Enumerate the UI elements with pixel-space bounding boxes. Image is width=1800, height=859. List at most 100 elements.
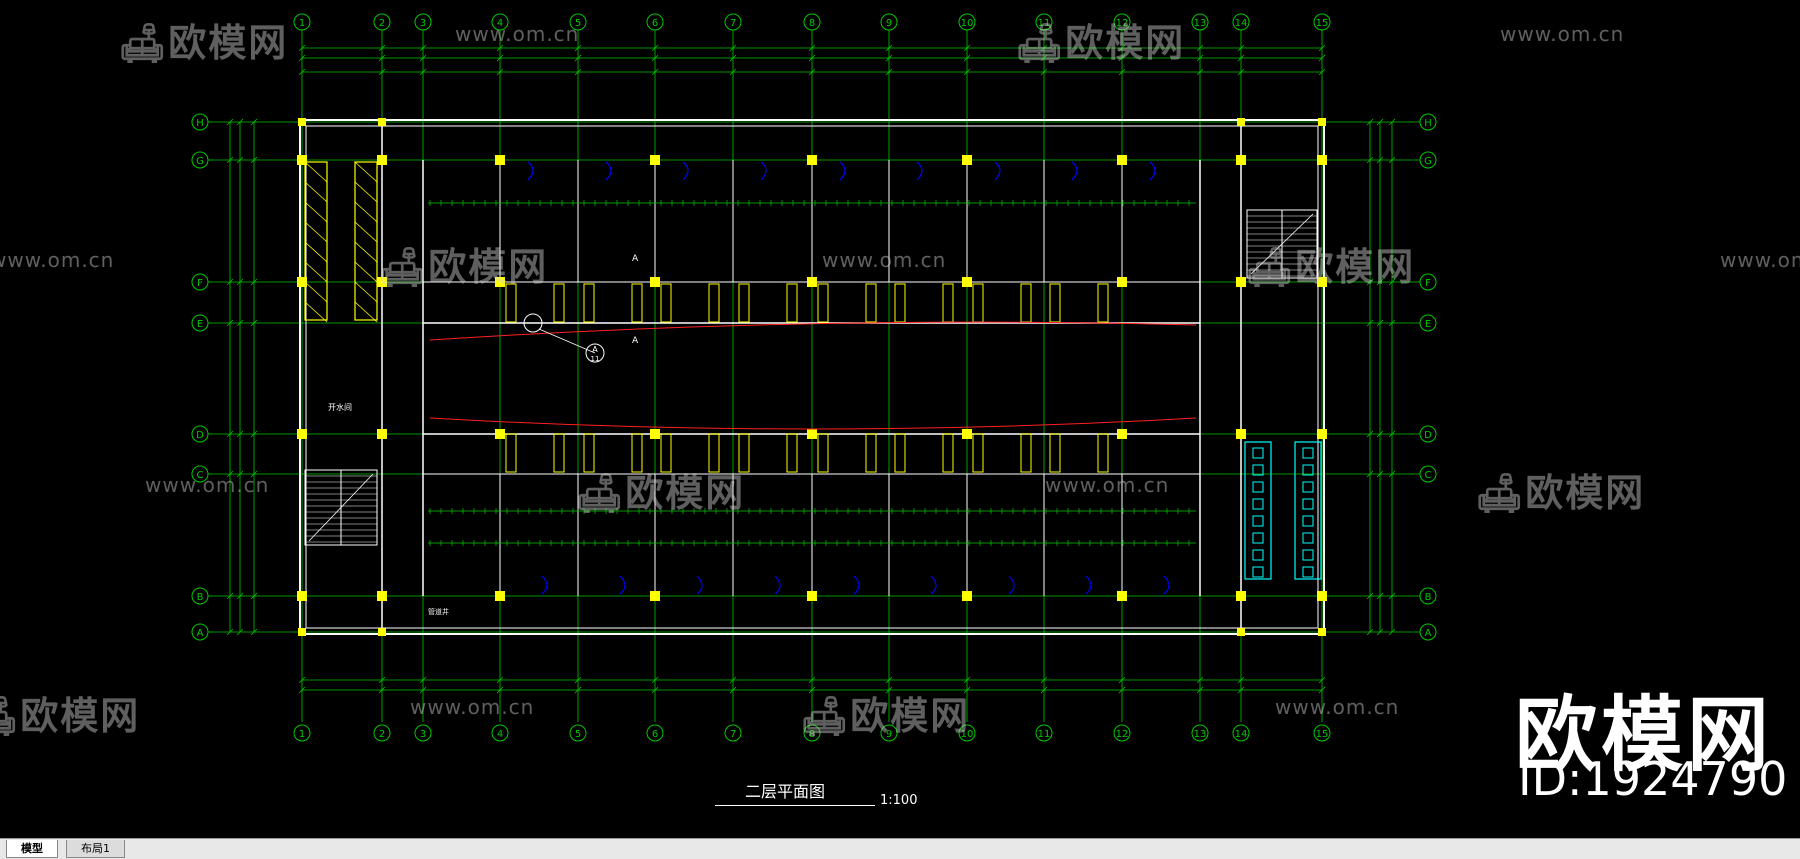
structural-column bbox=[377, 591, 387, 601]
grid-column-bubble bbox=[491, 724, 509, 742]
grid-column-bubble bbox=[724, 13, 742, 31]
tab-layout1[interactable]: 布局1 bbox=[66, 840, 125, 858]
dimension-tick bbox=[250, 628, 258, 636]
structural-column bbox=[1317, 429, 1327, 439]
dimension-tick bbox=[1318, 676, 1326, 684]
bunk-cross bbox=[354, 301, 378, 323]
structural-column bbox=[1117, 155, 1127, 165]
grid-column-label: 8 bbox=[809, 729, 815, 740]
dimension-tick bbox=[1118, 686, 1126, 694]
wardrobe bbox=[738, 283, 750, 323]
grid-row-bubble bbox=[191, 623, 209, 641]
dimension-tick bbox=[298, 676, 306, 684]
dimension-tick bbox=[574, 676, 582, 684]
structural-column bbox=[1318, 118, 1326, 126]
dimension-tick bbox=[1366, 278, 1374, 286]
tab-model[interactable]: 模型 bbox=[6, 840, 58, 858]
wardrobe bbox=[1049, 433, 1061, 473]
grid-row-label: A bbox=[197, 628, 204, 639]
dimension-tick bbox=[1237, 54, 1245, 62]
structural-column bbox=[1117, 591, 1127, 601]
dimension-tick bbox=[226, 278, 234, 286]
grid-row-bubble bbox=[1419, 273, 1437, 291]
wardrobe bbox=[786, 433, 798, 473]
section-mark: A bbox=[632, 336, 639, 346]
structural-column bbox=[495, 155, 505, 165]
dimension-tick bbox=[250, 278, 258, 286]
dimension-tick bbox=[298, 54, 306, 62]
drawing-scale: 1:100 bbox=[880, 793, 918, 808]
door-swing bbox=[696, 575, 703, 595]
grid-column-label: 6 bbox=[652, 729, 658, 740]
dimension-tick bbox=[808, 44, 816, 52]
corridor-red-line bbox=[429, 417, 1197, 430]
grid-row-bubble bbox=[1419, 314, 1437, 332]
grid-column-label: 15 bbox=[1316, 18, 1329, 29]
wardrobe bbox=[942, 283, 954, 323]
dimension-tick bbox=[963, 686, 971, 694]
dimension-tick bbox=[1318, 54, 1326, 62]
grid-column-bubble bbox=[569, 13, 587, 31]
door-swing bbox=[853, 575, 860, 595]
grid-row-bubble bbox=[191, 587, 209, 605]
structural-column bbox=[1317, 155, 1327, 165]
structural-column bbox=[378, 628, 386, 636]
dimension-tick bbox=[1196, 54, 1204, 62]
grid-column-label: 11 bbox=[1038, 18, 1051, 29]
structural-column bbox=[962, 429, 972, 439]
dimension-tick bbox=[1376, 118, 1384, 126]
grid-column-bubble bbox=[569, 724, 587, 742]
grid-column-bubble bbox=[414, 724, 432, 742]
dimension-tick bbox=[574, 54, 582, 62]
grid-row-label: D bbox=[196, 430, 204, 441]
callout-circle bbox=[523, 313, 543, 333]
dimension-tick bbox=[1388, 278, 1396, 286]
drawing-title-underline bbox=[715, 805, 875, 806]
grid-row-bubble bbox=[1419, 465, 1437, 483]
toilet-fixture bbox=[1252, 515, 1264, 527]
wardrobe bbox=[660, 433, 672, 473]
bunk-cross bbox=[354, 261, 378, 283]
grid-column-label: 15 bbox=[1316, 729, 1329, 740]
toilet-fixture bbox=[1302, 532, 1314, 544]
grid-row-label: F bbox=[1425, 278, 1431, 289]
toilet-fixture bbox=[1302, 447, 1314, 459]
grid-column-bubble bbox=[646, 13, 664, 31]
structural-column bbox=[962, 591, 972, 601]
structural-column bbox=[1317, 277, 1327, 287]
floor-plan[interactable]: 1122334455667788991010111112121313141415… bbox=[0, 0, 1800, 838]
detail-ref-sub: 11 bbox=[591, 355, 600, 363]
dimension-tick bbox=[1388, 118, 1396, 126]
wardrobe bbox=[505, 433, 517, 473]
dimension-tick bbox=[419, 68, 427, 76]
dimension-tick bbox=[885, 686, 893, 694]
grid-column-bubble bbox=[373, 724, 391, 742]
dimension-tick bbox=[885, 676, 893, 684]
dimension-tick bbox=[236, 628, 244, 636]
dimension-tick bbox=[226, 430, 234, 438]
wardrobe bbox=[631, 433, 643, 473]
dimension-tick bbox=[1388, 430, 1396, 438]
dimension-tick bbox=[226, 319, 234, 327]
dimension-tick bbox=[651, 68, 659, 76]
dimension-tick bbox=[808, 686, 816, 694]
grid-column-bubble bbox=[1232, 13, 1250, 31]
dimension-tick bbox=[419, 676, 427, 684]
dimension-tick bbox=[378, 54, 386, 62]
toilet-block bbox=[1294, 441, 1322, 580]
detail-ref-circle bbox=[585, 343, 605, 363]
dimension-tick bbox=[1118, 68, 1126, 76]
room-label: 开水间 bbox=[328, 402, 352, 412]
dimension-tick bbox=[1118, 54, 1126, 62]
dimension-tick bbox=[729, 54, 737, 62]
dimension-tick bbox=[236, 470, 244, 478]
wardrobe bbox=[553, 283, 565, 323]
grid-column-bubble bbox=[1113, 13, 1131, 31]
door-swing bbox=[1008, 575, 1015, 595]
dimension-tick bbox=[1040, 676, 1048, 684]
dimension-tick bbox=[250, 430, 258, 438]
dimension-tick bbox=[496, 676, 504, 684]
dimension-tick bbox=[250, 156, 258, 164]
outer-wall bbox=[299, 119, 1325, 635]
